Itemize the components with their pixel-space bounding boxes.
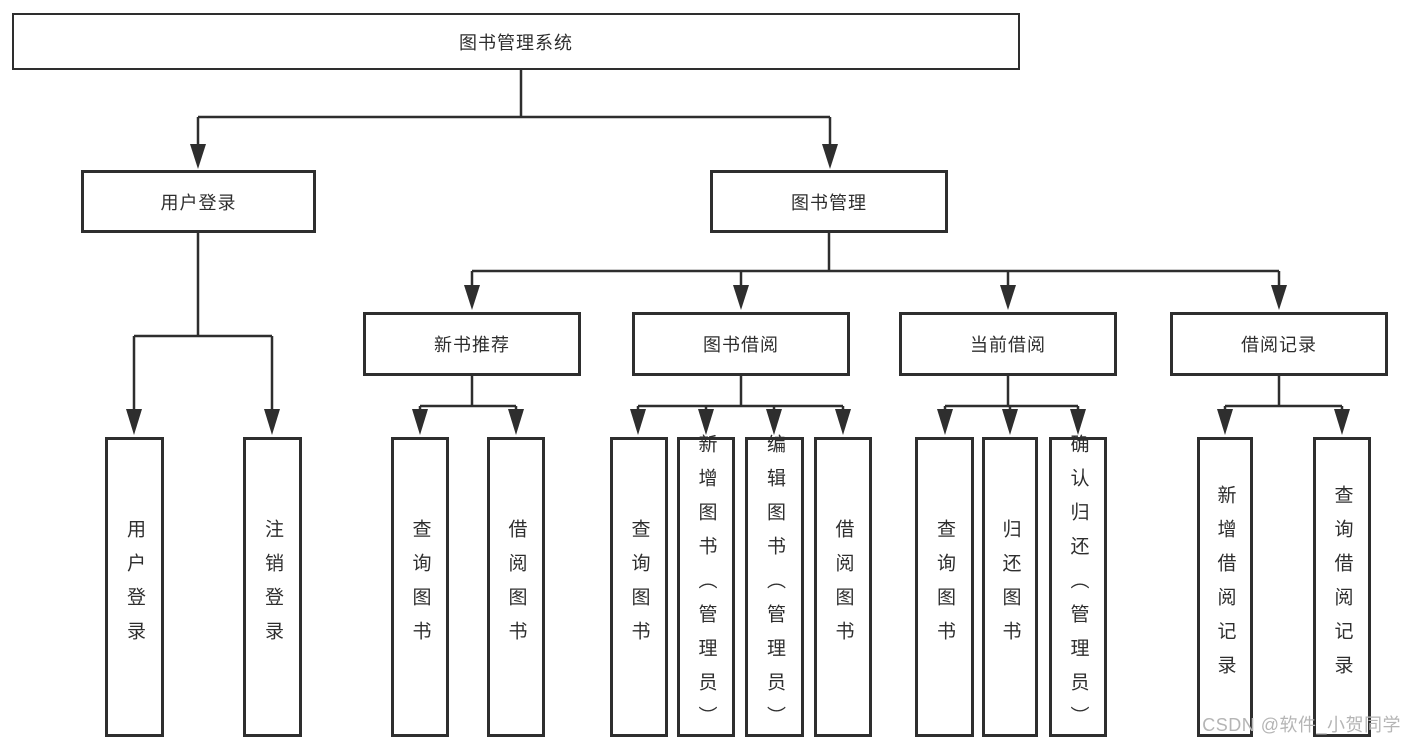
leaf-borrow-books-2: 借阅图书 [814, 437, 872, 737]
node-label: 归还图书 [999, 519, 1021, 655]
node-book-borrow: 图书借阅 [632, 312, 850, 376]
node-new-book-recommend: 新书推荐 [363, 312, 581, 376]
node-library-management-system: 图书管理系统 [12, 13, 1020, 70]
node-label: 当前借阅 [970, 335, 1046, 355]
node-label: 借阅记录 [1241, 335, 1317, 355]
leaf-add-book-admin: 新增图书（管理员） [677, 434, 735, 740]
node-label: 用户登录 [124, 519, 145, 655]
node-label: 查询借阅记录 [1331, 485, 1353, 689]
leaf-query-books-current: 查询图书 [915, 437, 974, 737]
node-borrow-records: 借阅记录 [1170, 312, 1388, 376]
node-label: 图书借阅 [703, 335, 779, 355]
node-label: 注销登录 [262, 519, 283, 655]
node-label: 确认归还（管理员） [1067, 434, 1089, 740]
leaf-confirm-return-admin: 确认归还（管理员） [1049, 434, 1107, 740]
node-book-management: 图书管理 [710, 170, 948, 233]
watermark-csdn: CSDN @软件_小贺同学 [1202, 715, 1401, 735]
node-label: 查询图书 [934, 519, 955, 655]
leaf-borrow-books-recommend: 借阅图书 [487, 437, 545, 737]
leaf-edit-book-admin: 编辑图书（管理员） [745, 434, 804, 740]
leaf-user-login: 用户登录 [105, 437, 164, 737]
node-label: 新书推荐 [434, 335, 510, 355]
leaf-query-books-recommend: 查询图书 [391, 437, 449, 737]
leaf-query-books-borrow: 查询图书 [610, 437, 668, 737]
leaf-return-book: 归还图书 [982, 437, 1038, 737]
node-label: 新增借阅记录 [1214, 485, 1236, 689]
node-label: 图书管理 [791, 192, 867, 213]
node-label: 新增图书（管理员） [695, 434, 717, 740]
leaf-logout: 注销登录 [243, 437, 302, 737]
node-current-borrow: 当前借阅 [899, 312, 1117, 376]
node-label: 用户登录 [160, 192, 237, 213]
leaf-add-borrow-record: 新增借阅记录 [1197, 437, 1253, 737]
node-label: 查询图书 [409, 519, 431, 655]
node-label: 编辑图书（管理员） [764, 434, 785, 740]
node-label: 借阅图书 [832, 519, 854, 655]
node-label: 借阅图书 [505, 519, 527, 655]
node-label: 图书管理系统 [459, 32, 573, 53]
node-user-login: 用户登录 [81, 170, 316, 233]
node-label: 查询图书 [628, 519, 650, 655]
leaf-query-borrow-record: 查询借阅记录 [1313, 437, 1371, 737]
